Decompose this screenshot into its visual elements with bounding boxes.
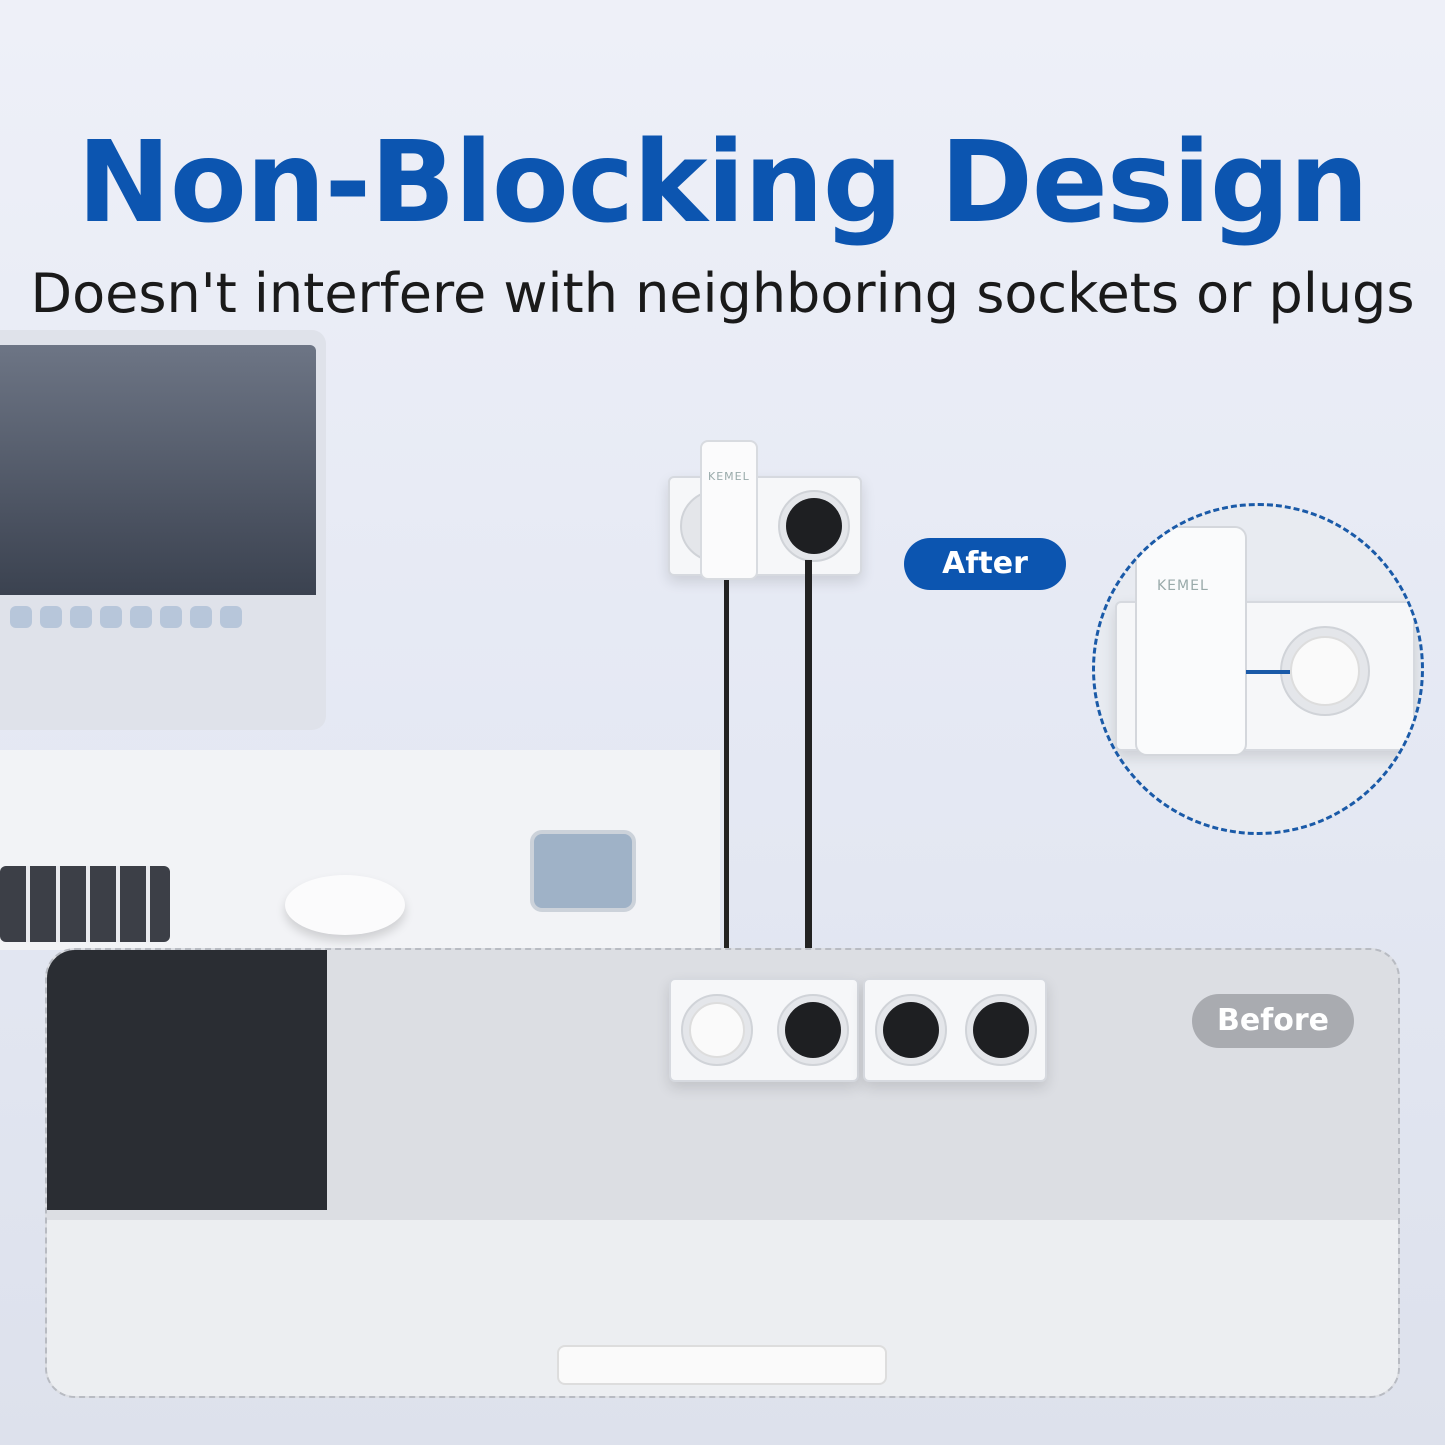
- monitor: [47, 950, 327, 1210]
- brand-logo: KEMEL: [708, 470, 750, 483]
- before-badge: Before: [1192, 994, 1354, 1048]
- brand-logo: KEMEL: [1157, 578, 1209, 594]
- before-scene: [45, 948, 1400, 1398]
- cable: [805, 560, 812, 950]
- zoom-detail-circle: KEMEL: [1092, 503, 1424, 835]
- page-subtitle: Doesn't interfere with neighboring socke…: [30, 262, 1415, 325]
- double-arrow-icon: [1246, 670, 1290, 674]
- white-plug: [1290, 636, 1360, 706]
- black-plug: [786, 498, 842, 554]
- wall-socket-plate: [668, 476, 862, 576]
- adapter: KEMEL: [700, 440, 758, 580]
- cable: [724, 580, 729, 950]
- monitor-screen: [0, 345, 316, 595]
- power-strip: [557, 1345, 887, 1385]
- after-badge: After: [904, 538, 1066, 590]
- phone: [530, 830, 636, 912]
- page-title: Non-Blocking Design: [77, 118, 1369, 248]
- dock: [10, 606, 242, 628]
- keyboard: [0, 866, 170, 942]
- mouse: [285, 875, 405, 935]
